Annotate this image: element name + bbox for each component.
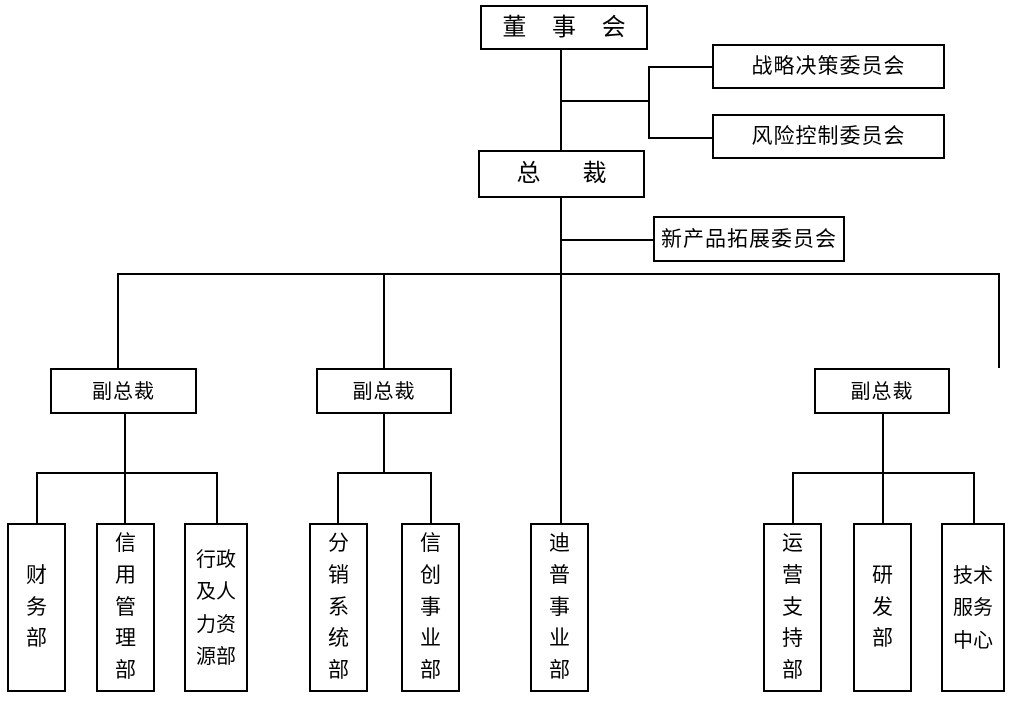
node-vice-president-left[interactable]: 副总裁 [50, 368, 197, 414]
node-label: 行政 及人 力资 源部 [196, 546, 236, 668]
node-label: 总 裁 [516, 159, 616, 188]
connector-vpright-drop-2 [882, 472, 884, 524]
node-label: 迪 普 事 业 部 [549, 530, 570, 683]
connector-committee-bracket [648, 66, 650, 139]
connector-vpleft-drop-1 [36, 472, 38, 524]
connector-vpleft-stem [124, 414, 126, 473]
connector-vpleft-drop-3 [216, 472, 218, 524]
connector-drop-vp-right [998, 273, 1000, 368]
node-label: 副总裁 [92, 378, 155, 403]
node-label: 运 营 支 持 部 [782, 530, 803, 683]
node-president[interactable]: 总 裁 [478, 150, 645, 198]
connector-vpcenter-drop-1 [337, 472, 339, 524]
node-administration-and-hr-department[interactable]: 行政 及人 力资 源部 [184, 523, 248, 692]
node-label: 信 用 管 理 部 [115, 530, 136, 683]
connector-president-spine [560, 198, 562, 525]
node-label: 新产品拓展委员会 [661, 226, 837, 251]
connector-vpright-stem [882, 414, 884, 473]
connector-vpcenter-bracket [337, 472, 432, 474]
connector-to-risk-committee [648, 137, 714, 139]
connector-board-committee-feed [560, 100, 650, 102]
node-label: 风险控制委员会 [751, 124, 906, 149]
connector-drop-vp-left [117, 273, 119, 368]
node-label: 战略决策委员会 [751, 54, 906, 79]
node-risk-control-committee[interactable]: 风险控制委员会 [712, 114, 945, 159]
node-label: 分 销 系 统 部 [328, 530, 349, 683]
node-vice-president-center[interactable]: 副总裁 [316, 368, 452, 414]
connector-drop-vp-center [383, 273, 385, 368]
node-label: 董 事 会 [502, 12, 635, 41]
node-xinchuang-business-department[interactable]: 信 创 事 业 部 [401, 523, 460, 692]
node-board-of-directors[interactable]: 董 事 会 [480, 5, 648, 50]
node-finance-department[interactable]: 财 务 部 [7, 523, 66, 692]
connector-vpcenter-stem [383, 414, 385, 473]
node-dptech-business-department[interactable]: 迪 普 事 业 部 [530, 523, 589, 692]
node-vice-president-right[interactable]: 副总裁 [814, 368, 950, 414]
node-label: 副总裁 [850, 378, 914, 403]
connector-vpright-drop-1 [792, 472, 794, 524]
node-label: 研 发 部 [872, 562, 893, 651]
node-technical-service-center[interactable]: 技术 服务 中心 [941, 523, 1005, 692]
node-research-and-development-department[interactable]: 研 发 部 [853, 523, 912, 692]
connector-vp-distribution-bar [117, 273, 1000, 275]
connector-vpleft-bracket [36, 472, 218, 474]
node-label: 财 务 部 [26, 562, 47, 651]
node-operations-support-department[interactable]: 运 营 支 持 部 [763, 523, 822, 692]
connector-to-newproduct-committee [560, 239, 655, 241]
node-label: 信 创 事 业 部 [420, 530, 441, 683]
node-new-product-development-committee[interactable]: 新产品拓展委员会 [653, 216, 845, 262]
node-label: 技术 服务 中心 [953, 562, 993, 652]
connector-vpright-drop-3 [973, 472, 975, 524]
connector-vpleft-drop-2 [124, 472, 126, 524]
connector-to-strategy-committee [648, 66, 714, 68]
connector-vpcenter-drop-2 [430, 472, 432, 524]
node-strategy-decision-committee[interactable]: 战略决策委员会 [712, 44, 945, 89]
node-label: 副总裁 [352, 378, 416, 403]
node-credit-management-department[interactable]: 信 用 管 理 部 [96, 523, 155, 692]
node-distribution-system-department[interactable]: 分 销 系 统 部 [309, 523, 368, 692]
